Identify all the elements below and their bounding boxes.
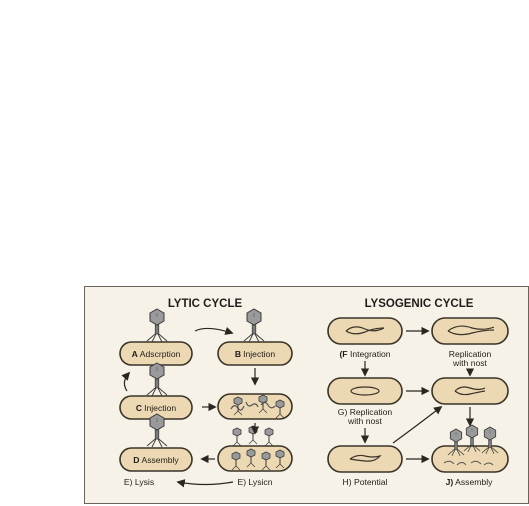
- lysogenic-step-h: H) Potential: [327, 445, 403, 487]
- phage-icon: [248, 425, 258, 445]
- label-j: J) Assembly: [446, 477, 494, 487]
- lytic-cycle-title: LYTIC CYCLE: [168, 298, 243, 310]
- arrow-a-to-b: [194, 326, 234, 335]
- cell-d: [119, 447, 193, 472]
- lytic-lysis-cell: [217, 425, 293, 472]
- label-f: (F Integration: [339, 349, 390, 359]
- label-g-1: G) Replication: [338, 407, 393, 417]
- label-g-2: with nost: [347, 416, 383, 426]
- phage-icon: [146, 413, 168, 448]
- label-replication-top-2: with nost: [452, 358, 488, 368]
- lysogenic-replication-middle: [431, 377, 509, 405]
- arrow-h-to-middle: [392, 405, 443, 444]
- lysogenic-step-f: (F Integration: [327, 317, 403, 359]
- phage-icon: [264, 427, 274, 447]
- cell-lysis: [217, 445, 293, 472]
- cell-f: [327, 317, 403, 345]
- arrow-c-to-a: [121, 371, 131, 392]
- cell-replication-middle: [431, 377, 509, 405]
- phage-icon: [146, 362, 168, 397]
- label-h: H) Potential: [343, 477, 388, 487]
- lysogenic-step-g: G) Replication with nost: [327, 377, 403, 426]
- label-replication-top-1: Replication: [449, 349, 492, 359]
- cell-g: [327, 377, 403, 405]
- cell-h: [327, 445, 403, 473]
- label-e-lysis: E) Lysis: [124, 477, 154, 487]
- phage-icon: [146, 308, 168, 343]
- cell-j: [431, 445, 509, 473]
- cell-b: [217, 341, 293, 366]
- lysogenic-step-j: J) Assembly: [431, 424, 509, 487]
- arrow-lysicn-to-lysis: [176, 479, 234, 488]
- lysogenic-replication-top: Replication with nost: [431, 317, 509, 368]
- label-e-lysicn: E) Lysicn: [237, 477, 272, 487]
- phage-icon: [232, 427, 242, 447]
- phage-icon: [243, 308, 265, 343]
- cell-replication-top: [431, 317, 509, 345]
- lysogenic-cycle-title: LYSOGENIC CYCLE: [365, 298, 474, 310]
- lytic-replication-cell: [217, 393, 293, 420]
